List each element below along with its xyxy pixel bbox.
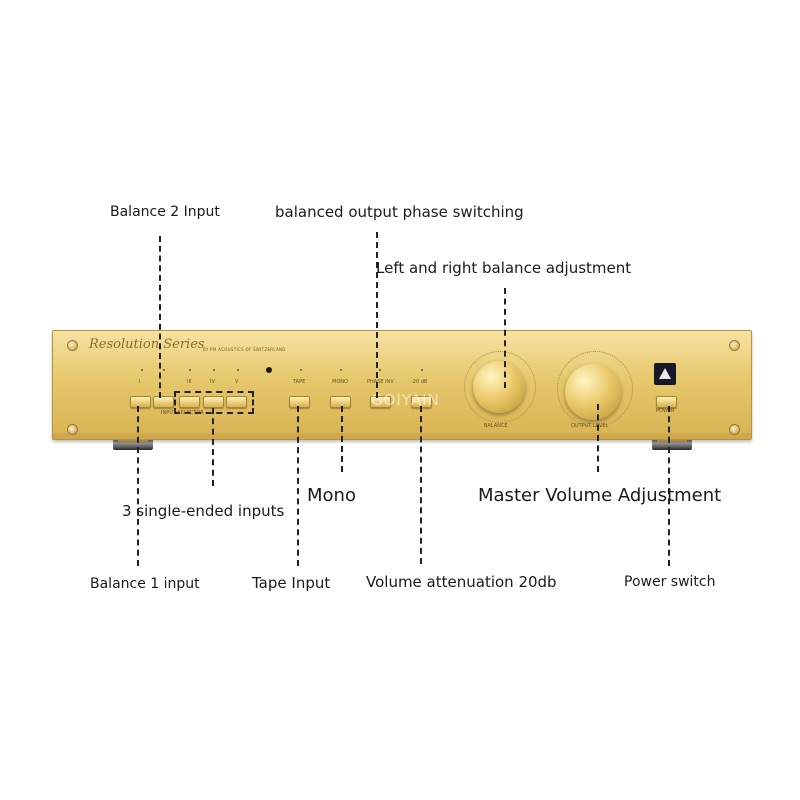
watermark: GOIYAIN <box>371 391 440 409</box>
phase-inv-button[interactable] <box>370 396 391 408</box>
indicator-dot <box>340 369 342 371</box>
callout-balance-1-input: Balance 1 input <box>90 576 200 592</box>
indicator-dot <box>163 369 165 371</box>
callout-volume-attenuation: Volume attenuation 20db <box>366 573 557 591</box>
callout-balanced-output-phase: balanced output phase switching <box>275 203 524 221</box>
screw-top-left <box>67 340 78 351</box>
label-balance: BALANCE <box>484 423 508 429</box>
label-input-iv: IV <box>210 379 215 385</box>
leader-balance-2 <box>159 236 161 398</box>
indicator-dot <box>379 369 381 371</box>
leader-balance-1 <box>137 406 139 566</box>
leader-phase-switch <box>376 232 378 398</box>
power-logo-badge <box>654 363 676 385</box>
single-ended-selection-box <box>174 391 254 414</box>
label-tape: TAPE <box>293 379 306 385</box>
input-2-button[interactable] <box>153 396 174 408</box>
callout-lr-balance: Left and right balance adjustment <box>376 259 632 277</box>
triangle-logo-icon <box>659 368 671 379</box>
input-3-button[interactable] <box>179 396 200 408</box>
leader-balance-adjust <box>504 288 506 388</box>
callout-power-switch: Power switch <box>624 574 716 590</box>
label-power: POWER <box>656 408 675 414</box>
label-minus-20db: -20 dB <box>411 379 428 385</box>
leader-master-volume <box>597 404 599 472</box>
screw-bottom-right <box>729 424 740 435</box>
indicator-dot <box>141 369 143 371</box>
indicator-dot <box>213 369 215 371</box>
status-led <box>266 367 272 373</box>
label-input-selector: INPUT SELECTOR <box>161 410 204 416</box>
output-level-scale <box>557 351 633 427</box>
leader-single-ended <box>212 408 214 486</box>
power-button[interactable] <box>656 396 677 408</box>
input-5-button[interactable] <box>226 396 247 408</box>
balance-knob[interactable] <box>473 361 525 413</box>
leader-tape <box>297 406 299 566</box>
label-phase-inv: PHASE INV <box>367 379 394 385</box>
leader-mono <box>341 406 343 472</box>
label-output-level: OUTPUT LEVEL <box>571 423 609 429</box>
tape-button[interactable] <box>289 396 310 408</box>
callout-tape-input: Tape Input <box>252 574 331 592</box>
callout-three-single-ended: 3 single-ended inputs <box>122 502 285 520</box>
label-input-v: V <box>235 379 239 385</box>
brand-logo: Resolution Series <box>89 337 205 352</box>
output-level-knob[interactable] <box>565 364 621 420</box>
screw-top-right <box>729 340 740 351</box>
indicator-dot <box>189 369 191 371</box>
indicator-dot <box>300 369 302 371</box>
brand-subtitle: BY PM ACOUSTICS OF SWITZERLAND <box>203 347 286 352</box>
leader-power <box>668 406 670 566</box>
label-input-i: I <box>139 379 141 385</box>
screw-bottom-left <box>67 424 78 435</box>
input-1-button[interactable] <box>130 396 151 408</box>
callout-master-volume: Master Volume Adjustment <box>478 485 722 506</box>
label-input-iii: III <box>187 379 192 385</box>
mono-button[interactable] <box>330 396 351 408</box>
callout-mono: Mono <box>307 485 356 506</box>
balance-scale <box>464 351 536 423</box>
input-4-button[interactable] <box>203 396 224 408</box>
amplifier-front-panel: Resolution Series BY PM ACOUSTICS OF SWI… <box>52 330 752 440</box>
panel-bottom-shade <box>53 433 751 439</box>
leader-attenuation <box>420 406 422 564</box>
callout-balance-2-input: Balance 2 Input <box>110 204 220 220</box>
label-mono: MONO <box>332 379 348 385</box>
indicator-dot <box>237 369 239 371</box>
indicator-dot <box>421 369 423 371</box>
